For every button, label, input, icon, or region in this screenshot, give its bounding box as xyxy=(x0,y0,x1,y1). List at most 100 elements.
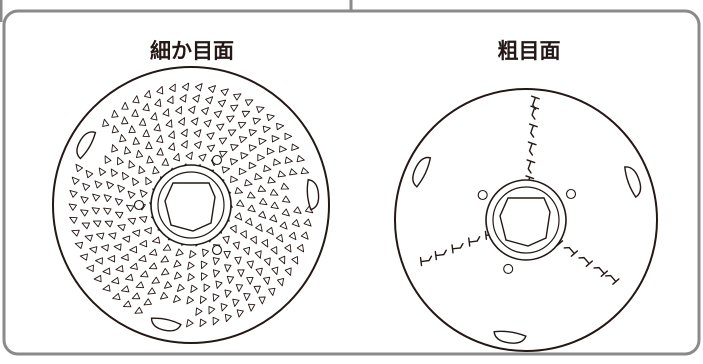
fine-tooth xyxy=(224,313,232,323)
fine-tooth xyxy=(103,207,112,215)
fine-tooth xyxy=(195,307,203,316)
fine-tooth xyxy=(89,246,98,254)
fine-tooth xyxy=(71,229,80,237)
fine-tooth xyxy=(148,262,158,270)
fine-tooth xyxy=(223,250,231,259)
fine-tooth xyxy=(276,278,285,287)
coarse-hub-keyed-hole xyxy=(499,197,551,247)
coarse-blade xyxy=(527,141,537,156)
fine-tooth xyxy=(122,235,131,243)
fine-tooth xyxy=(96,232,105,240)
fine-tooth xyxy=(186,296,194,305)
fine-tooth xyxy=(291,143,300,151)
coarse-discharge-slot xyxy=(412,156,432,188)
fine-tooth xyxy=(237,121,247,129)
fine-tooth xyxy=(93,274,102,283)
fine-tooth xyxy=(120,253,129,261)
fine-tooth xyxy=(160,255,169,263)
fine-tooth xyxy=(168,83,176,93)
fine-tooth xyxy=(127,190,136,199)
fine-tooth xyxy=(138,165,146,174)
fine-tooth xyxy=(68,203,77,211)
fine-tooth xyxy=(232,241,240,250)
fine-tooth xyxy=(277,170,286,178)
fine-tooth xyxy=(244,99,254,107)
fine-tooth xyxy=(95,257,103,265)
fine-tooth xyxy=(217,99,227,108)
fine-tooth xyxy=(115,265,124,273)
fine-tooth xyxy=(193,140,202,150)
fine-tooth xyxy=(122,300,132,308)
fine-discharge-slot xyxy=(150,317,182,332)
fine-tooth xyxy=(271,135,280,143)
fine-tooth xyxy=(92,193,101,202)
fine-tooth xyxy=(126,204,135,212)
fine-tooth xyxy=(212,293,220,302)
fine-tooth xyxy=(69,190,78,198)
fine-tooth xyxy=(244,179,253,187)
fine-tooth xyxy=(94,180,103,189)
coarse-side-label: 粗目面 xyxy=(498,39,561,63)
fine-tooth xyxy=(119,134,127,143)
fine-tooth xyxy=(229,224,237,234)
fine-tooth xyxy=(121,171,130,181)
fine-tooth xyxy=(273,158,282,166)
fine-tooth xyxy=(138,117,147,126)
fine-tooth xyxy=(234,256,242,265)
fine-tooth xyxy=(224,264,232,273)
fine-tooth xyxy=(261,239,269,248)
fine-tooth xyxy=(250,235,257,245)
fine-tooth xyxy=(111,109,119,118)
fine-tooth xyxy=(279,145,287,153)
fine-tooth xyxy=(246,276,254,285)
fine-tooth xyxy=(202,248,210,258)
fine-tooth xyxy=(236,309,244,318)
fine-tooth xyxy=(216,123,225,131)
fine-tooth xyxy=(180,128,188,138)
fine-tooth xyxy=(207,85,216,94)
fine-tooth xyxy=(159,291,169,300)
fine-tooth xyxy=(152,236,161,244)
fine-tooth xyxy=(165,119,173,128)
fine-tooth xyxy=(153,123,161,132)
fine-tooth xyxy=(175,248,184,257)
fine-tooth xyxy=(218,137,228,145)
fine-tooth xyxy=(267,176,276,184)
fine-tooth xyxy=(181,82,190,91)
fine-tooth xyxy=(168,130,175,139)
fine-tooth xyxy=(284,267,292,276)
coarse-blade xyxy=(563,246,579,257)
coarse-discharge-slot xyxy=(624,166,642,199)
fine-side-label: 細か目面 xyxy=(150,39,234,63)
fine-slots xyxy=(76,131,320,332)
coarse-blade xyxy=(530,95,540,110)
fine-tooth xyxy=(235,284,244,293)
fine-tooth xyxy=(187,261,195,270)
fine-tooth xyxy=(278,255,286,265)
fine-tooth xyxy=(233,93,242,101)
fine-tooth xyxy=(284,244,292,253)
fine-tooth xyxy=(85,169,94,179)
fine-tooth xyxy=(263,276,271,285)
fine-tooth xyxy=(100,244,109,252)
fine-tooth xyxy=(144,89,152,99)
fine-tooth xyxy=(241,110,251,118)
fine-tooth xyxy=(255,223,263,232)
fine-tooth xyxy=(266,113,275,122)
fine-tooth xyxy=(127,217,136,225)
coarse-blade xyxy=(578,256,593,267)
fine-tooth xyxy=(288,231,297,241)
fine-tooth xyxy=(128,160,136,169)
fine-tooth xyxy=(156,86,164,95)
fine-tooth xyxy=(106,181,115,190)
fine-tooth xyxy=(121,285,130,293)
fine-tooth xyxy=(248,129,258,137)
fine-tooth xyxy=(193,129,202,138)
fine-tooth xyxy=(121,101,129,110)
fine-tooth xyxy=(145,141,153,150)
fine-tooth xyxy=(74,241,84,249)
fine-tooth xyxy=(198,153,207,162)
fine-tooth xyxy=(91,207,100,215)
fine-tooth xyxy=(256,106,265,114)
fine-tooth xyxy=(176,283,185,292)
